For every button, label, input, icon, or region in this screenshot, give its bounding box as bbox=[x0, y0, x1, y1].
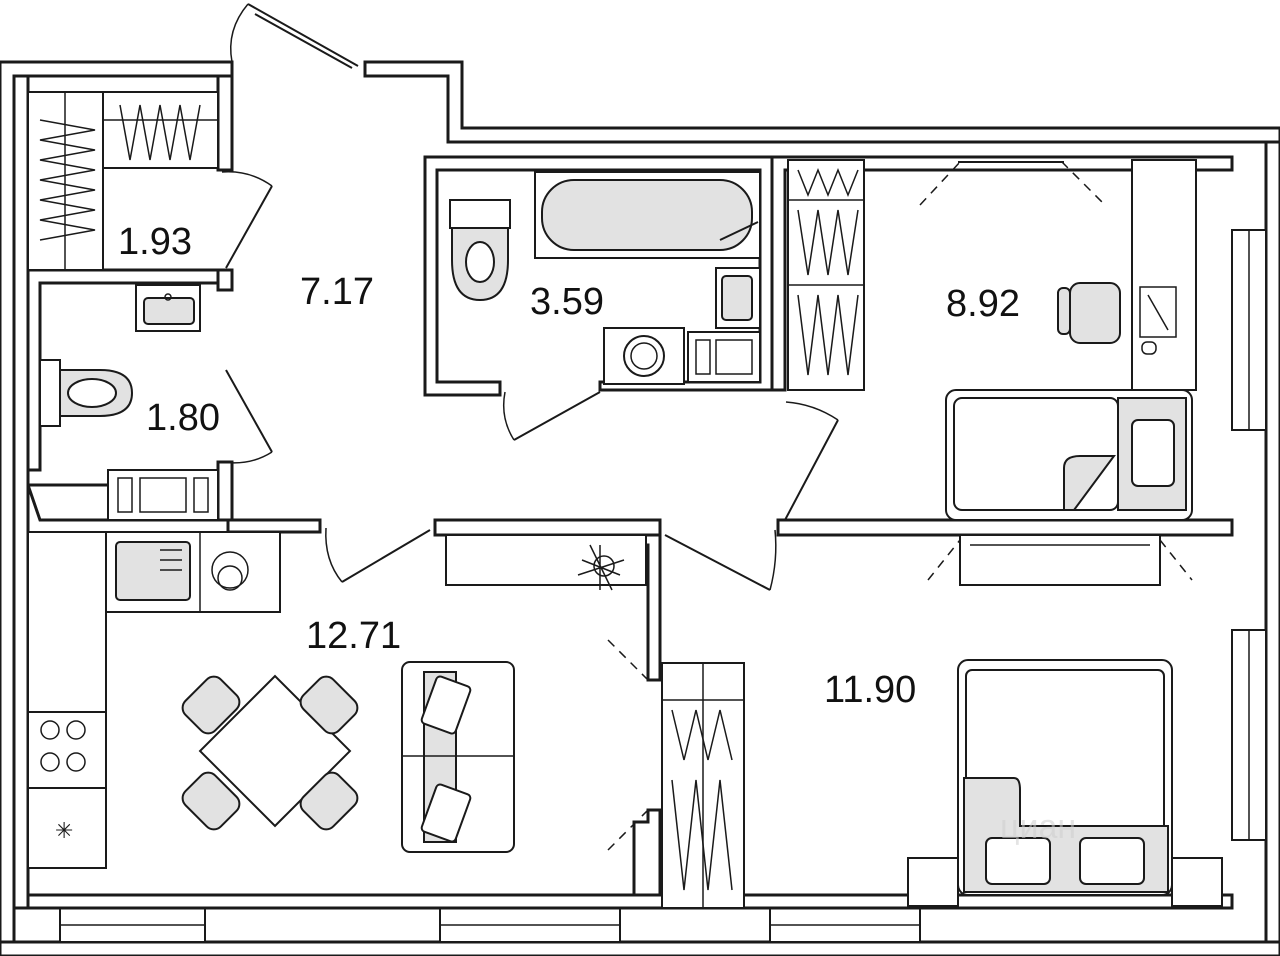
living-shelf bbox=[607, 639, 649, 851]
door-bedroom-small bbox=[784, 401, 839, 521]
kitchen-stove bbox=[27, 711, 107, 789]
bathtub bbox=[534, 171, 761, 259]
desk-chair bbox=[1057, 282, 1121, 344]
interior-walls bbox=[12, 74, 1234, 910]
window-bottom-middle bbox=[439, 907, 621, 943]
bedroom-small-shelf bbox=[919, 161, 1106, 206]
sofa bbox=[401, 661, 515, 853]
window-right-bottom bbox=[1231, 629, 1267, 841]
window-bottom-right bbox=[769, 907, 921, 943]
door-kitchen bbox=[325, 527, 431, 583]
door-bedroom bbox=[664, 529, 777, 591]
wc-toilet bbox=[39, 359, 134, 427]
entrance-door bbox=[229, 3, 359, 69]
bath-sink bbox=[715, 267, 761, 329]
room-area-bedroom-small: 8.92 bbox=[946, 283, 1020, 325]
room-area-bedroom: 11.90 bbox=[824, 669, 916, 711]
window-bottom-left bbox=[59, 907, 206, 943]
hall-wardrobe bbox=[787, 159, 865, 391]
room-area-storage: 1.93 bbox=[118, 221, 192, 263]
bath-radiator bbox=[687, 331, 761, 383]
watermark: циан bbox=[1000, 808, 1076, 846]
washing-machine bbox=[603, 327, 685, 385]
room-area-wc: 1.80 bbox=[146, 397, 220, 439]
room-area-hallway: 7.17 bbox=[300, 271, 374, 313]
bed-small bbox=[945, 389, 1193, 521]
dining-table bbox=[181, 674, 359, 831]
wc-sink bbox=[135, 284, 201, 332]
svg-text:✳: ✳ bbox=[55, 819, 73, 844]
room-labels: 1.93 1.80 7.17 3.59 8.92 12.71 11.90 bbox=[118, 221, 1020, 711]
kitchen-dishwasher bbox=[211, 551, 249, 591]
bedroom-tv-stand bbox=[927, 534, 1193, 586]
room-area-kitchen-living: 12.71 bbox=[306, 615, 401, 657]
bedroom-wardrobe bbox=[661, 662, 745, 909]
double-bed bbox=[907, 659, 1223, 907]
window-right-top bbox=[1231, 229, 1267, 431]
wc-radiator bbox=[107, 469, 219, 521]
kitchen-counter bbox=[27, 531, 281, 869]
room-area-bathroom: 3.59 bbox=[530, 281, 604, 323]
door-wc bbox=[221, 369, 273, 464]
tv-unit bbox=[445, 534, 647, 591]
bath-toilet bbox=[449, 199, 511, 302]
door-storage bbox=[221, 171, 273, 269]
kitchen-fridge: ✳ bbox=[27, 787, 107, 869]
door-bathroom bbox=[502, 391, 601, 441]
desk bbox=[1131, 159, 1197, 391]
storage-shelves bbox=[27, 91, 219, 271]
